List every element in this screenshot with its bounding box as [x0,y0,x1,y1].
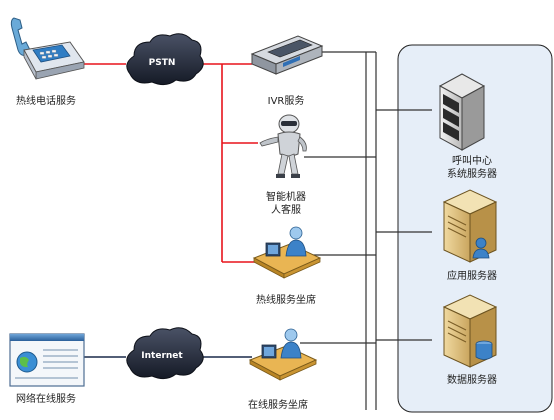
pstn-cloud-icon [126,33,204,86]
pstn-label: PSTN [148,58,176,68]
telephone-icon [10,17,85,80]
call-center-server-label: 呼叫中心 系统服务器 [430,155,514,181]
telephony-links [84,63,265,263]
app-server-label: 应用服务器 [447,271,497,282]
internet-cloud-icon [126,327,204,380]
call-center-server-label-line2: 系统服务器 [447,169,497,180]
hotline-agent-icon [252,226,322,279]
robot-label-line1: 智能机器 [266,192,306,203]
ivr-label: IVR服务 [267,96,305,107]
robot-label: 智能机器 人客服 [254,191,318,217]
database-server-icon [442,294,498,368]
online-agent-icon [248,328,318,381]
application-server-icon [442,189,498,263]
robot-label-line2: 人客服 [271,205,301,216]
call-center-server-icon [438,73,486,151]
robot-icon [259,114,307,178]
call-center-server-label-line1: 呼叫中心 [452,156,492,167]
internet-label: Internet [141,351,183,361]
online-agent-label: 在线服务坐席 [248,400,308,411]
hotline-agent-label: 热线服务坐席 [256,295,316,306]
web-browser-icon [9,333,85,387]
ivr-device-icon [250,35,324,75]
web-service-label: 网络在线服务 [16,394,76,405]
phone-service-label: 热线电话服务 [16,96,76,107]
db-server-label: 数据服务器 [447,375,497,386]
bus-bars [300,51,432,410]
